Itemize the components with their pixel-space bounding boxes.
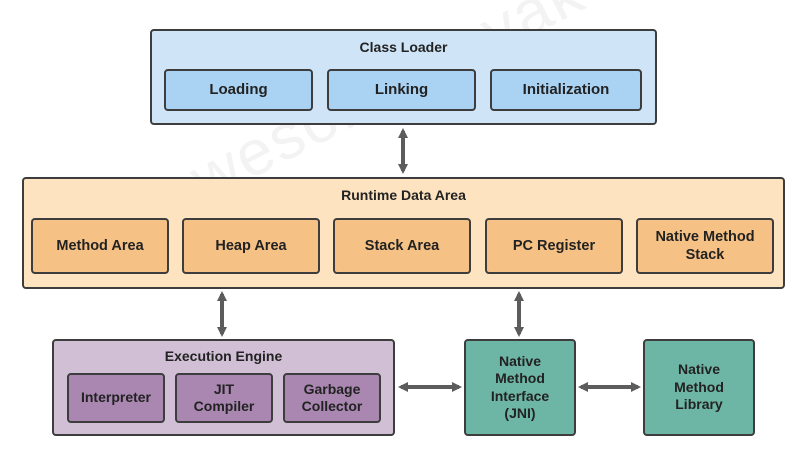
native-method-interface-box: Native Method Interface (JNI): [464, 339, 576, 436]
stack-area-box: Stack Area: [333, 218, 471, 274]
pc-register-box: PC Register: [485, 218, 623, 274]
class-loader-loading: Loading: [164, 69, 313, 111]
native-method-library-box: Native Method Library: [643, 339, 755, 436]
garbage-collector-box: Garbage Collector: [283, 373, 381, 423]
native-method-stack-box: Native Method Stack: [636, 218, 774, 274]
runtime-data-area-title: Runtime Data Area: [341, 187, 466, 203]
method-area-box: Method Area: [31, 218, 169, 274]
interpreter-box: Interpreter: [67, 373, 165, 423]
jit-compiler-box: JIT Compiler: [175, 373, 273, 423]
heap-area-box: Heap Area: [182, 218, 320, 274]
class-loader-title: Class Loader: [359, 39, 448, 55]
class-loader-linking: Linking: [327, 69, 476, 111]
execution-engine-title: Execution Engine: [164, 348, 283, 364]
class-loader-initialization: Initialization: [490, 69, 642, 111]
